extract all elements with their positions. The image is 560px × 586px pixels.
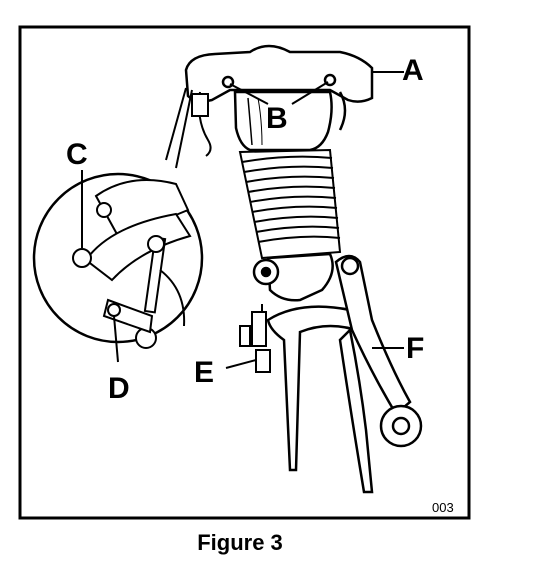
callout-f: F: [406, 332, 424, 365]
callout-e: E: [194, 356, 214, 389]
figure-code: 003: [432, 500, 454, 515]
callout-b: B: [266, 102, 288, 135]
leader-lines: [81, 71, 404, 369]
bellows: [238, 148, 342, 260]
figure-caption: Figure 3: [197, 530, 283, 555]
callout-c: C: [66, 138, 88, 171]
steering-knuckle: [252, 252, 374, 494]
figure-frame: [18, 25, 471, 520]
connector: [191, 93, 209, 117]
callout-a: A: [402, 54, 424, 87]
level-sensor: [239, 304, 271, 373]
detail-inset: [32, 87, 204, 349]
top-mount: [184, 44, 374, 131]
control-arm: [334, 254, 423, 448]
air-spring: [233, 90, 333, 152]
callout-d: D: [108, 372, 130, 405]
